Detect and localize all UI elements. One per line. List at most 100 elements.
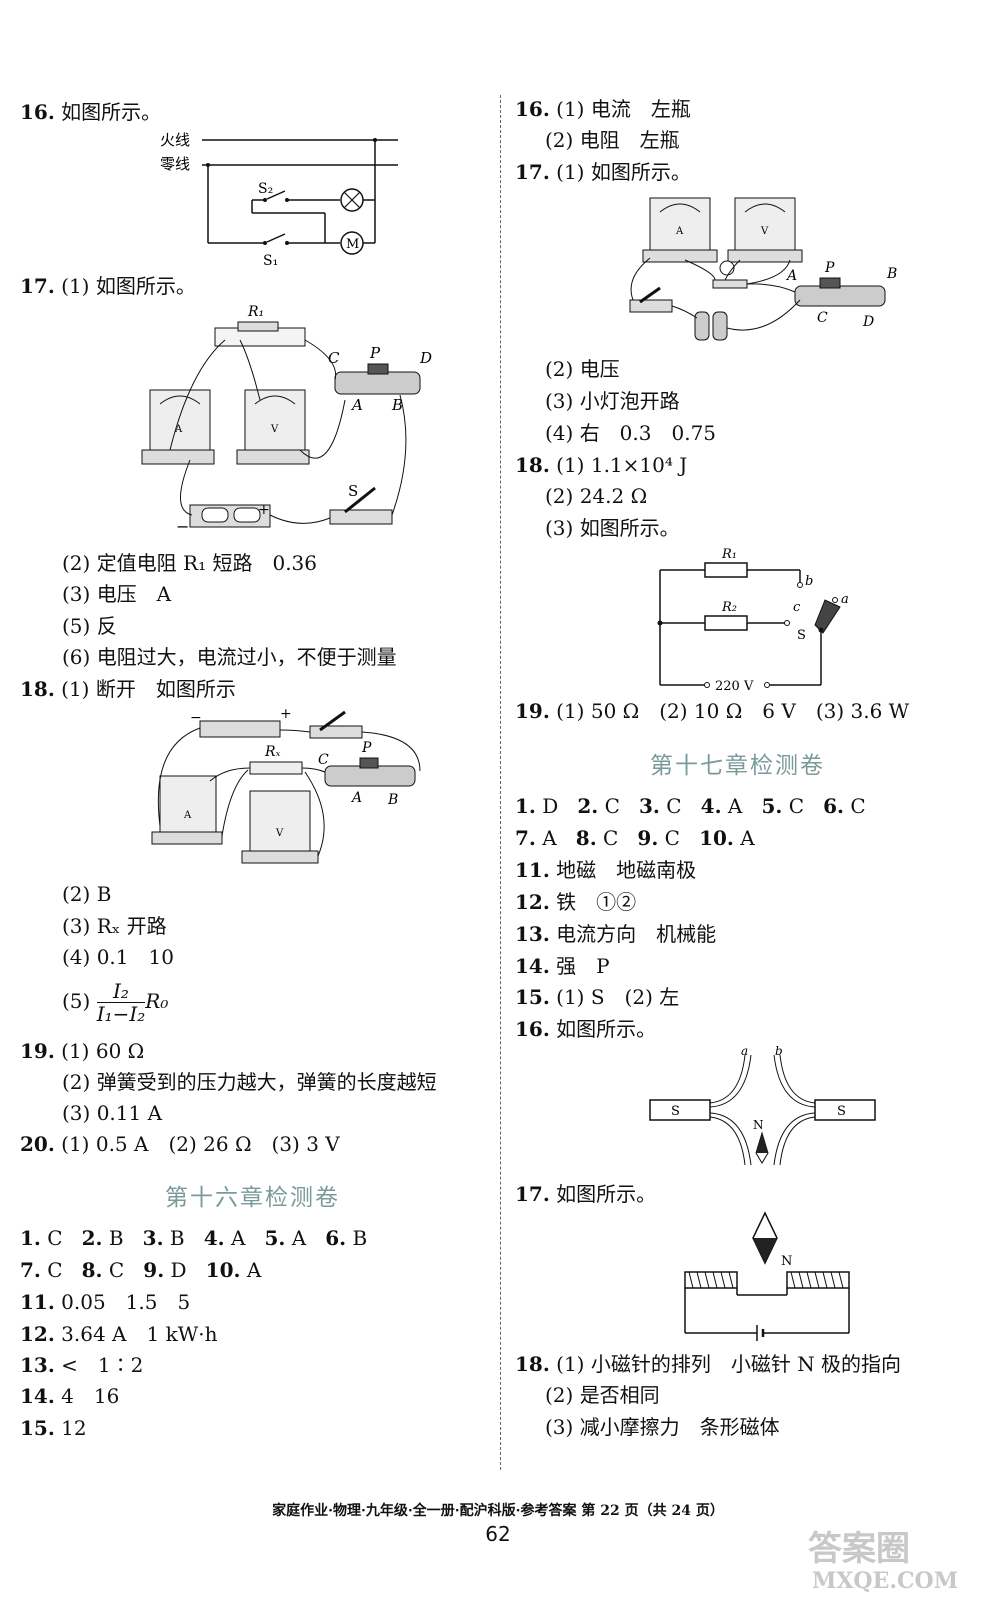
- battery-minus-label: −: [190, 710, 202, 726]
- ammeter-label: A: [675, 226, 684, 237]
- answer-17-1-right: 17. (1) 如图所示。: [515, 160, 691, 184]
- answer-17-3: (3) 电压 A: [62, 582, 172, 606]
- chapter-16-answer-12: 12. 3.64 A 1 kW·h: [20, 1322, 218, 1346]
- chapter-16-mc-row-1: 1. C 2. B 3. B 4. A 5. A 6. B: [20, 1226, 368, 1250]
- slider-p-label: P: [369, 344, 381, 362]
- chapter-16-answer-13: 13. < 1∶2: [20, 1353, 144, 1377]
- page-number: 62: [485, 1522, 511, 1546]
- voltmeter-label: V: [275, 828, 284, 839]
- magnetic-field-lines-diagram: S S a b N: [649, 1045, 876, 1166]
- chapter-17-answer-11: 11. 地磁 地磁南极: [515, 858, 697, 882]
- compass-n-label: N: [753, 1118, 764, 1132]
- battery-minus-label: −: [176, 517, 189, 536]
- ammeter-label: A: [183, 810, 192, 821]
- contact-c-label: c: [793, 600, 801, 615]
- answer-20: 20. (1) 0.5 A (2) 26 Ω (3) 3 V: [20, 1132, 340, 1156]
- switch-s2-label: S₂: [258, 181, 273, 197]
- chapter-17-answer-16: 16. 如图所示。: [515, 1017, 657, 1041]
- heater-switch-circuit: R₁ R₂ b a c S 220 V: [657, 547, 849, 694]
- answer-18-1-right: 18. (1) 1.1×10⁴ J: [515, 453, 688, 477]
- answer-19-1: 19. (1) 60 Ω: [20, 1039, 145, 1063]
- column-divider: [500, 95, 501, 1470]
- chapter-17-answer-18-2: (2) 是否相同: [545, 1383, 660, 1407]
- answer-17-5: (5) 反: [62, 614, 117, 638]
- compass-n-label: N: [781, 1254, 792, 1269]
- slider-p-label: P: [824, 260, 835, 276]
- chapter-16-answer-15: 15. 12: [20, 1416, 87, 1440]
- experiment-circuit-18: − + Rₓ C P A B A V: [151, 706, 421, 864]
- answer-17-3-right: (3) 小灯泡开路: [545, 389, 680, 413]
- motor-label: M: [346, 237, 359, 252]
- voltmeter-label: V: [270, 424, 279, 435]
- terminal-b-label: B: [387, 792, 398, 808]
- switch-s1-label: S₁: [263, 253, 278, 268]
- answer-18-3: (3) Rₓ 开路: [62, 914, 167, 938]
- answer-16-2: (2) 电阻 左瓶: [545, 128, 680, 152]
- answer-17-1: 17. (1) 如图所示。: [20, 274, 196, 298]
- chapter-16-answer-14: 14. 4 16: [20, 1384, 120, 1408]
- answer-18-1: 18. (1) 断开 如图所示: [20, 677, 236, 701]
- r1-label: R₁: [247, 304, 264, 320]
- right-magnet-s-label: S: [837, 1104, 846, 1119]
- page-footer: 家庭作业·物理·九年级·全一册·配沪科版·参考答案 第 22 页（共 24 页）: [272, 1503, 724, 1519]
- chapter-16-mc-row-2: 7. C 8. C 9. D 10. A: [20, 1258, 262, 1282]
- answer-18-3-right: (3) 如图所示。: [545, 516, 680, 540]
- chapter-17-answer-14: 14. 强 P: [515, 954, 610, 978]
- terminal-d-label: D: [862, 314, 874, 330]
- chapter-17-answer-13: 13. 电流方向 机械能: [515, 922, 717, 946]
- terminal-c-label: C: [817, 310, 828, 326]
- contact-b-label: b: [805, 574, 813, 589]
- answer-17-2-right: (2) 电压: [545, 357, 620, 381]
- svg-text:答案圈: 答案圈: [808, 1529, 910, 1569]
- answer-17-6: (6) 电阻过大，电流过小，不便于测量: [62, 645, 397, 669]
- answer-18-5: (5) I₂ I₁−I₂ R₀: [62, 979, 169, 1026]
- switch-s-label: S: [797, 628, 806, 643]
- site-watermark-logo: 答案圈 MXQE.COM: [808, 1529, 958, 1594]
- chapter-16-answer-11: 11. 0.05 1.5 5: [20, 1290, 191, 1314]
- rx-label: Rₓ: [264, 744, 281, 760]
- voltmeter-label: V: [760, 226, 769, 237]
- battery-plus-label: +: [258, 502, 270, 518]
- chapter-17-mc-row-1: 1. D 2. C 3. C 4. A 5. C 6. C: [515, 794, 866, 818]
- current-ratio-fraction: I₂ I₁−I₂: [96, 979, 146, 1026]
- terminal-a-label: A: [350, 396, 363, 414]
- electromagnet-compass-diagram: N: [684, 1211, 850, 1341]
- battery-plus-label: +: [280, 706, 292, 722]
- switch-label: S: [348, 482, 358, 500]
- answer-18-4: (4) 0.1 10: [62, 945, 174, 969]
- chapter-17-answer-15: 15. (1) S (2) 左: [515, 985, 680, 1009]
- chapter-17-mc-row-2: 7. A 8. C 9. C 10. A: [515, 826, 755, 850]
- terminal-c-label: C: [318, 752, 329, 768]
- ammeter-label: A: [174, 424, 183, 435]
- terminal-b-label: B: [886, 266, 897, 282]
- terminal-c-label: C: [328, 349, 340, 367]
- slider-p-label: P: [361, 740, 372, 756]
- terminal-a-label: A: [785, 268, 797, 284]
- answer-16-1: 16. (1) 电流 左瓶: [515, 97, 691, 121]
- chapter-17-answer-17: 17. 如图所示。: [515, 1182, 657, 1206]
- terminal-d-label: D: [419, 349, 432, 367]
- answer-19-right: 19. (1) 50 Ω (2) 10 Ω 6 V (3) 3.6 W: [515, 699, 910, 723]
- line-b-label: b: [775, 1045, 783, 1058]
- line-a-label: a: [741, 1045, 748, 1058]
- answer-19-2: (2) 弹簧受到的压力越大，弹簧的长度越短: [62, 1070, 437, 1094]
- chapter-17-answer-18-3: (3) 减小摩擦力 条形磁体: [545, 1415, 780, 1439]
- household-circuit-diagram: M 火线 零线 S₂ S₁: [160, 131, 398, 268]
- terminal-b-label: B: [391, 396, 403, 414]
- neutral-wire-label: 零线: [160, 155, 190, 173]
- lamp-power-circuit: A V A P B C D: [629, 197, 897, 341]
- answer-18-2: (2) B: [62, 882, 112, 906]
- answer-18-2-right: (2) 24.2 Ω: [545, 484, 648, 508]
- chapter-17-title: 第十七章检测卷: [650, 753, 825, 779]
- experiment-circuit-17: R₁ A V C P D A B − + S: [141, 304, 432, 536]
- r2-label: R₂: [721, 600, 737, 615]
- live-wire-label: 火线: [160, 131, 190, 149]
- left-magnet-s-label: S: [671, 1104, 680, 1119]
- r1-label: R₁: [721, 547, 737, 562]
- svg-text:MXQE.COM: MXQE.COM: [812, 1568, 958, 1594]
- chapter-16-title: 第十六章检测卷: [165, 1185, 340, 1211]
- chapter-17-answer-12: 12. 铁 ①②: [515, 890, 637, 914]
- answer-17-2: (2) 定值电阻 R₁ 短路 0.36: [62, 551, 318, 575]
- terminal-a-label: A: [350, 790, 362, 806]
- supply-voltage-label: 220 V: [715, 679, 754, 694]
